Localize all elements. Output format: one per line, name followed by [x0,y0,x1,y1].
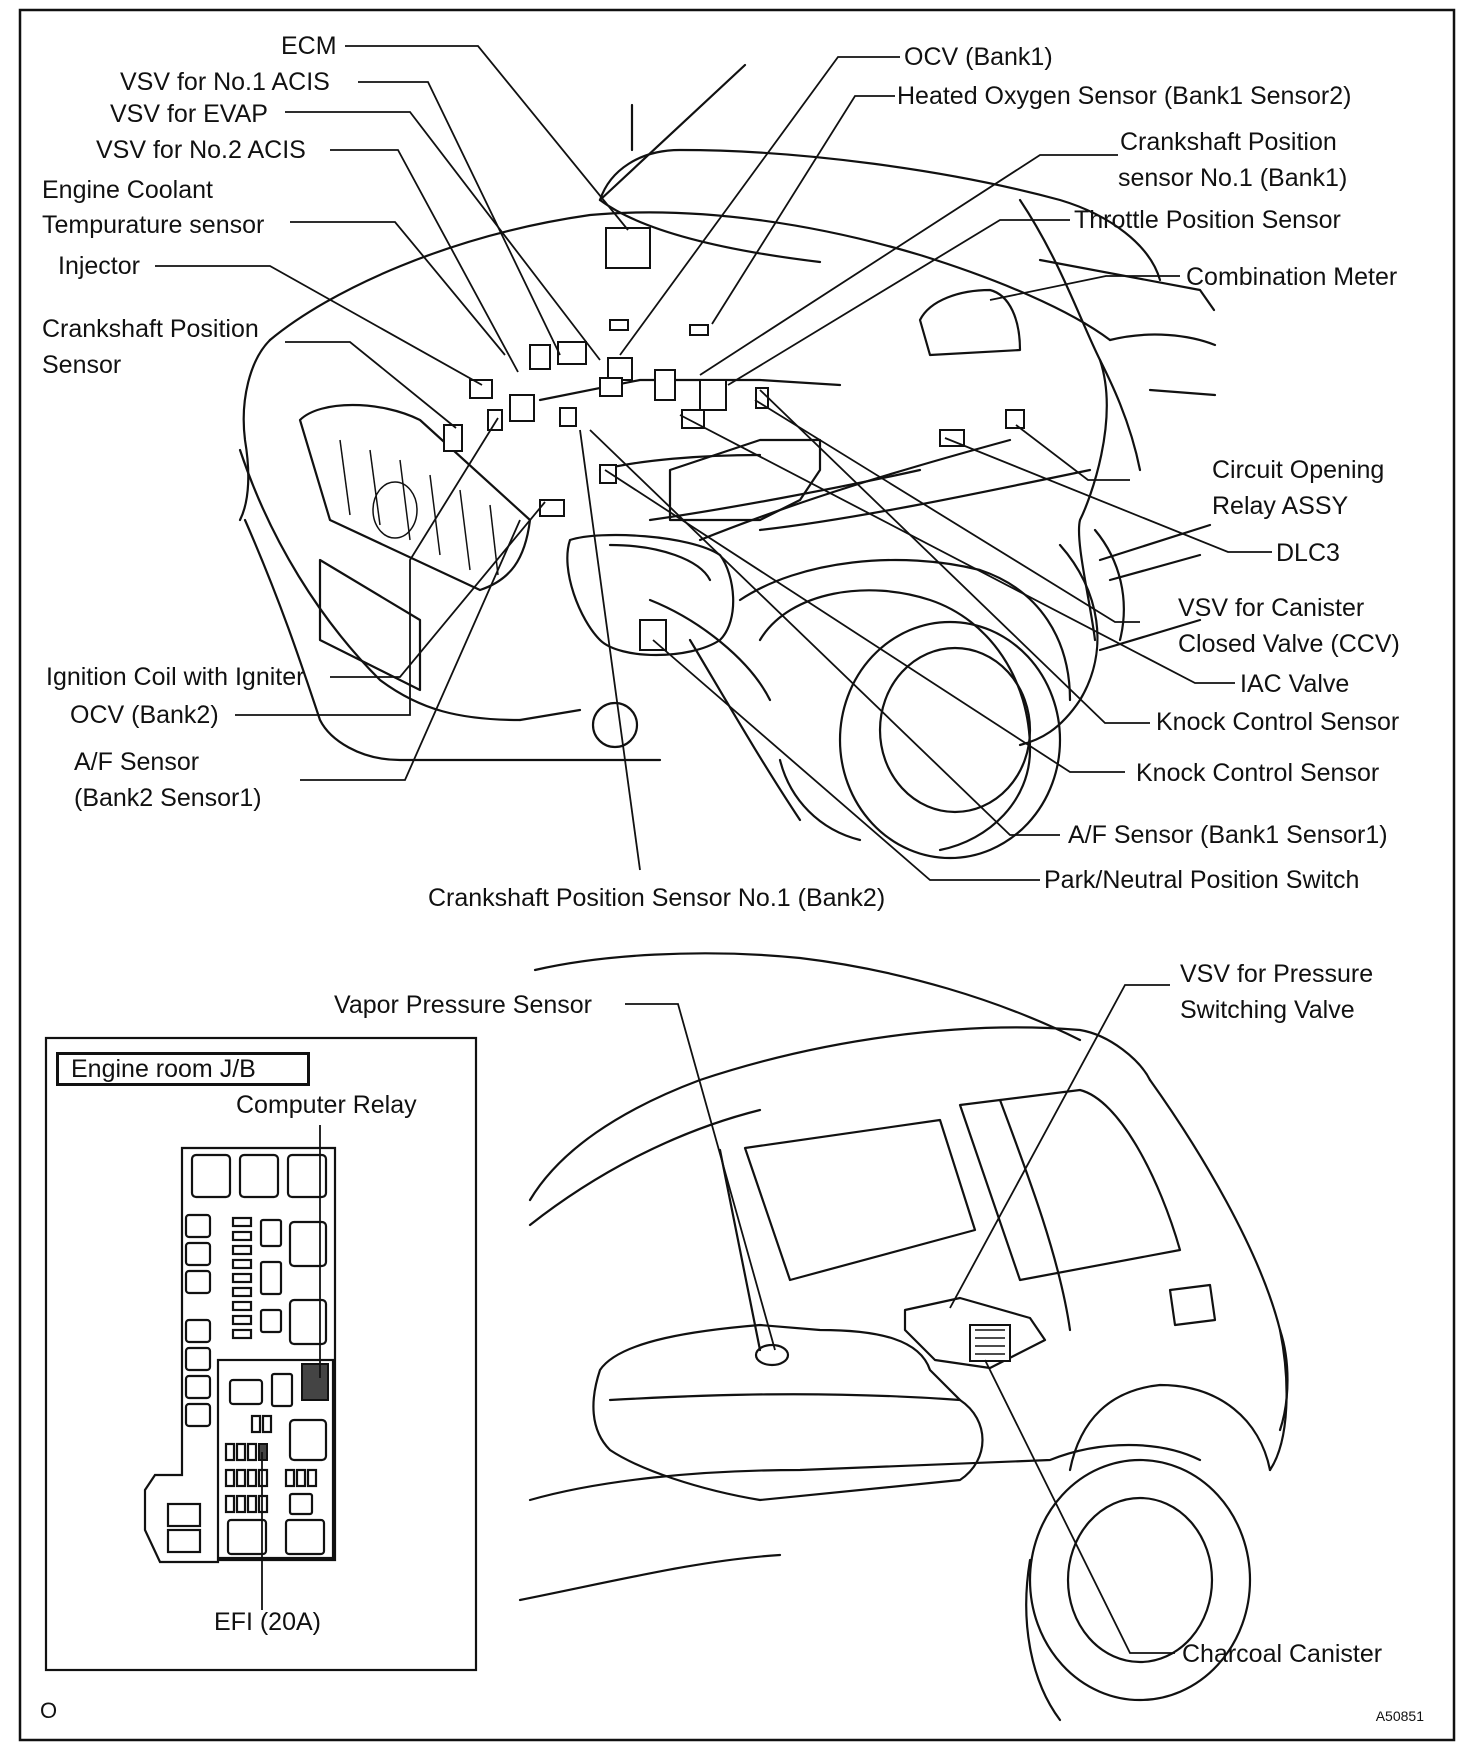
label-circuit-relay-2: Relay ASSY [1212,492,1349,520]
label-vsv-ccv-2: Closed Valve (CCV) [1178,630,1400,658]
label-ckp-no1-bank2: Crankshaft Position Sensor No.1 (Bank2) [428,884,886,912]
label-circuit-relay-1: Circuit Opening [1212,456,1385,484]
label-injector: Injector [58,252,140,280]
label-tps: Throttle Position Sensor [1074,206,1341,234]
leader-lines-rear [625,984,1175,1654]
label-ckp-2: Sensor [42,351,122,379]
label-af-bank2-1: A/F Sensor [74,748,200,776]
label-ckp-1: Crankshaft Position [42,315,259,343]
label-charcoal-canister: Charcoal Canister [1182,1640,1383,1668]
label-vsv-ccv-1: VSV for Canister [1178,594,1365,622]
label-vsv-psv-2: Switching Valve [1180,996,1355,1024]
vehicle-rear-drawing [518,952,1289,1722]
label-dlc3: DLC3 [1276,539,1340,567]
ecm-shape [605,227,651,269]
label-vsv-acis2: VSV for No.2 ACIS [96,136,306,164]
label-combination-meter: Combination Meter [1186,263,1398,291]
vehicle-front-drawing [238,63,1217,860]
label-knock-sensor-2: Knock Control Sensor [1136,759,1380,787]
label-vapor-pressure-sensor: Vapor Pressure Sensor [334,991,592,1019]
page-frame [18,8,1456,1742]
label-ho2s: Heated Oxygen Sensor (Bank1 Sensor2) [897,82,1352,110]
label-ocv-bank1: OCV (Bank1) [904,43,1053,71]
label-ecm: ECM [281,32,337,60]
label-ckp-no1-bank1-1: Crankshaft Position [1120,128,1337,156]
label-computer-relay: Computer Relay [236,1091,417,1119]
label-vsv-evap: VSV for EVAP [110,100,268,128]
label-coolant-1: Engine Coolant [42,176,213,204]
page-mark: O [40,1698,58,1723]
label-vsv-acis1: VSV for No.1 ACIS [120,68,330,96]
figure-code: A50851 [1375,1708,1424,1724]
efi-fuse-shape [258,1443,268,1461]
label-af-bank2-2: (Bank2 Sensor1) [74,784,262,812]
label-pnp-switch: Park/Neutral Position Switch [1044,866,1360,894]
junction-block-inset [44,1036,478,1672]
label-knock-sensor-1: Knock Control Sensor [1156,708,1400,736]
computer-relay-shape [301,1363,329,1401]
label-coolant-2: Tempurature sensor [42,211,265,239]
label-vsv-psv-1: VSV for Pressure [1180,960,1374,988]
label-iac-valve: IAC Valve [1240,670,1350,698]
label-engine-room-jb: Engine room J/B [56,1052,310,1086]
label-efi-fuse: EFI (20A) [214,1608,321,1636]
leader-lines-top [155,45,1272,881]
label-af-bank1: A/F Sensor (Bank1 Sensor1) [1068,821,1388,849]
label-ignition-coil: Ignition Coil with Igniter [46,663,305,691]
label-ckp-no1-bank1-2: sensor No.1 (Bank1) [1118,164,1348,192]
label-ocv-bank2: OCV (Bank2) [70,701,219,729]
